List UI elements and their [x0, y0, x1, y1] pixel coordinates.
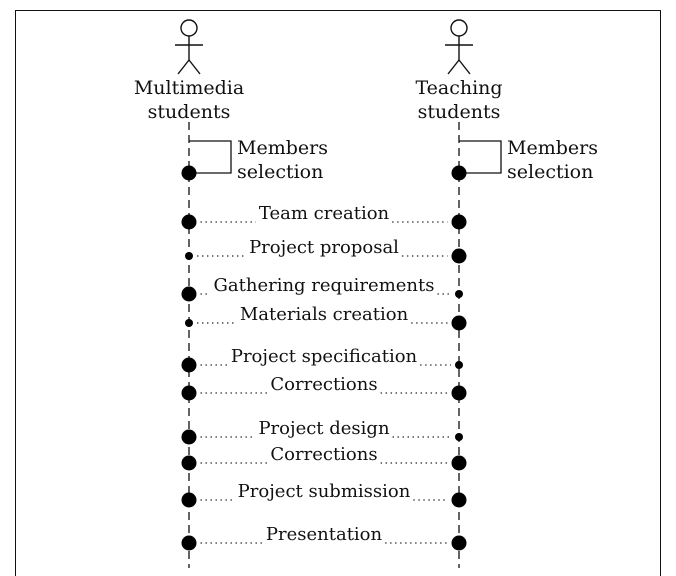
self-message-teaching-dot [451, 165, 467, 181]
message-7-right-dot [455, 433, 463, 441]
actor-multimedia-label-line: students [148, 101, 231, 123]
actor-teaching-left-leg-icon [447, 59, 460, 75]
message-7-label: Project design [258, 418, 390, 439]
message-6-right-dot [451, 385, 467, 401]
self-message-teaching-label-line: selection [507, 161, 593, 183]
message-1-right-dot [451, 214, 467, 230]
message-6-label: Corrections [270, 374, 377, 395]
message-7-left-dot [181, 429, 197, 445]
message-2-left-dot [185, 252, 193, 260]
message-3-right-dot [455, 290, 463, 298]
self-message-multimedia-dot [181, 165, 197, 181]
actor-multimedia-right-leg-icon [188, 59, 201, 75]
actor-multimedia-head-icon [180, 19, 198, 37]
actor-teaching-label-line: Teaching [415, 77, 502, 99]
message-5-left-dot [181, 357, 197, 373]
message-10-right-dot [451, 535, 467, 551]
message-4-label: Materials creation [240, 304, 409, 325]
message-4-left-dot [185, 319, 193, 327]
message-9-left-dot [181, 492, 197, 508]
message-10-left-dot [181, 535, 197, 551]
message-9-label: Project submission [238, 481, 411, 502]
message-9-right-dot [451, 492, 467, 508]
message-1-left-dot [181, 214, 197, 230]
message-3-label: Gathering requirements [214, 275, 435, 296]
message-4-right-dot [451, 315, 467, 331]
message-10-label: Presentation [266, 524, 383, 545]
actor-multimedia-label-line: Multimedia [134, 77, 244, 99]
message-8-left-dot [181, 455, 197, 471]
self-message-multimedia-loop [189, 140, 232, 174]
self-message-teaching-loop [459, 140, 502, 174]
message-1-label: Team creation [259, 203, 390, 224]
self-message-multimedia-label-line: Members [237, 137, 328, 159]
self-message-teaching-label-line: Members [507, 137, 598, 159]
message-8-right-dot [451, 455, 467, 471]
message-8-label: Corrections [270, 444, 377, 465]
message-2-right-dot [451, 248, 467, 264]
actor-teaching-right-leg-icon [458, 59, 471, 75]
message-2-label: Project proposal [249, 237, 399, 258]
actor-teaching-head-icon [450, 19, 468, 37]
self-message-multimedia-label-line: selection [237, 161, 323, 183]
message-6-left-dot [181, 385, 197, 401]
actor-teaching-label-line: students [418, 101, 501, 123]
message-5-label: Project specification [231, 346, 418, 367]
message-3-left-dot [181, 286, 197, 302]
diagram-frame [15, 10, 661, 576]
actor-multimedia-left-leg-icon [177, 59, 190, 75]
message-5-right-dot [455, 361, 463, 369]
